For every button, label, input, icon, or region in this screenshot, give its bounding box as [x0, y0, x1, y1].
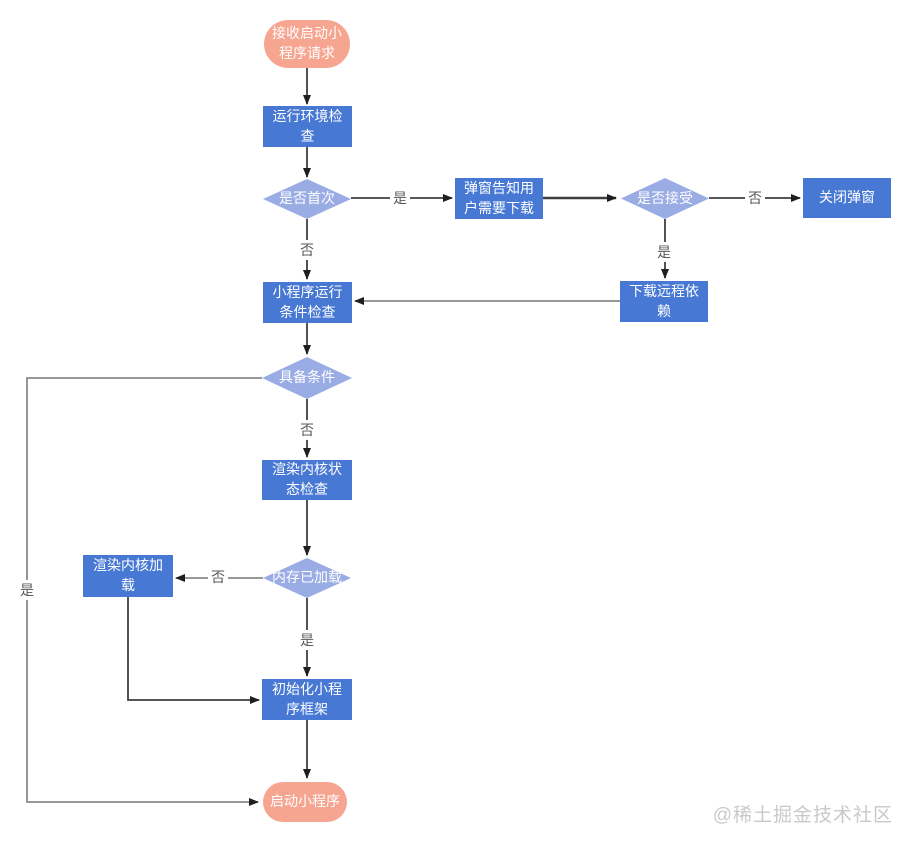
node-popup-notify-label: 弹窗告知用户需要下载 — [464, 179, 534, 216]
node-has-cond: 具备条件 — [262, 357, 352, 399]
edge-kernelload-to-init — [127, 597, 260, 704]
node-env-check: 运行环境检查 — [263, 106, 352, 147]
node-is-accept-label: 是否接受 — [637, 189, 693, 206]
node-is-first-label: 是否首次 — [279, 190, 335, 207]
node-kernel-load-label: 渲染内核加载 — [93, 557, 163, 593]
node-popup-notify: 弹窗告知用户需要下载 — [455, 178, 543, 219]
watermark-text: @稀土掘金技术社区 — [712, 805, 893, 826]
node-kernel-state-check-label: 渲染内核状态检查 — [272, 461, 342, 497]
node-mem-loaded: 内存已加载 — [263, 558, 351, 598]
node-launch-label: 启动小程序 — [270, 793, 340, 810]
node-launch: 启动小程序 — [263, 782, 347, 822]
node-env-check-label: 运行环境检查 — [272, 107, 343, 144]
node-run-cond-check: 小程序运行条件检查 — [263, 282, 352, 323]
edge-label-first-no: 否 — [297, 240, 317, 260]
edge-label-mem-yes: 是 — [297, 630, 317, 650]
node-init-framework: 初始化小程序框架 — [262, 679, 352, 720]
edge-label-accept-no: 否 — [745, 188, 765, 208]
node-run-cond-check-label: 小程序运行条件检查 — [272, 283, 343, 320]
edge-label-first-yes: 是 — [390, 188, 410, 208]
node-close-popup-label: 关闭弹窗 — [819, 189, 875, 206]
node-kernel-load: 渲染内核加载 — [83, 555, 173, 597]
node-start-label: 接收启动小程序请求 — [272, 25, 342, 61]
node-has-cond-label: 具备条件 — [279, 369, 335, 386]
node-is-first: 是否首次 — [263, 179, 351, 219]
edge-label-accept-yes: 是 — [654, 242, 674, 262]
node-start: 接收启动小程序请求 — [264, 20, 350, 68]
node-is-accept: 是否接受 — [621, 178, 709, 219]
node-mem-loaded-label: 内存已加载 — [272, 569, 342, 586]
node-download-deps: 下载远程依赖 — [620, 281, 708, 322]
edge-label-cond-no: 否 — [297, 420, 317, 440]
edge-label-mem-no: 否 — [208, 567, 228, 587]
node-init-framework-label: 初始化小程序框架 — [272, 680, 342, 717]
node-kernel-state-check: 渲染内核状态检查 — [262, 460, 352, 500]
node-close-popup: 关闭弹窗 — [803, 178, 891, 218]
edge-label-cond-yes: 是 — [17, 580, 37, 600]
node-download-deps-label: 下载远程依赖 — [629, 282, 699, 319]
